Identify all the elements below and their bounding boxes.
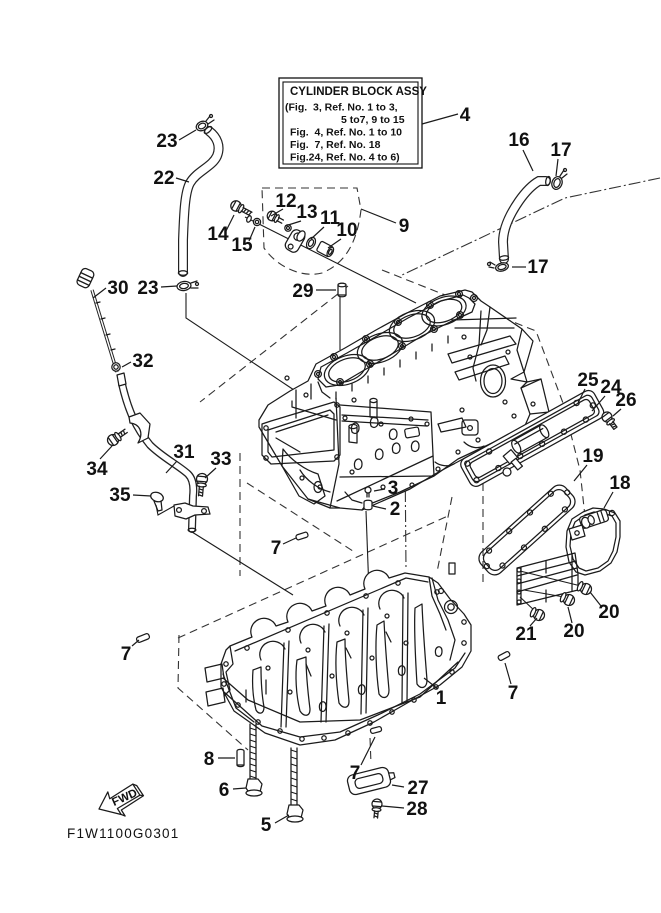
svg-text:33: 33 xyxy=(210,449,231,470)
svg-text:2: 2 xyxy=(390,499,401,520)
svg-text:21: 21 xyxy=(515,624,537,645)
svg-text:Fig. 7, Ref. No. 18: Fig. 7, Ref. No. 18 xyxy=(290,139,381,151)
svg-text:3: 3 xyxy=(388,478,399,499)
svg-text:9: 9 xyxy=(399,216,410,237)
svg-text:16: 16 xyxy=(508,130,529,151)
svg-text:14: 14 xyxy=(207,224,229,245)
svg-text:4: 4 xyxy=(460,105,471,126)
svg-text:7: 7 xyxy=(121,644,132,665)
svg-text:(Fig. 3, Ref. No. 1 to 3,: (Fig. 3, Ref. No. 1 to 3, xyxy=(285,102,398,114)
svg-text:12: 12 xyxy=(275,191,296,212)
svg-text:7: 7 xyxy=(508,683,519,704)
svg-text:23: 23 xyxy=(137,278,158,299)
svg-text:23: 23 xyxy=(156,131,177,152)
svg-text:35: 35 xyxy=(109,485,131,506)
svg-text:32: 32 xyxy=(132,351,153,372)
svg-text:34: 34 xyxy=(86,459,108,480)
svg-text:31: 31 xyxy=(173,442,195,463)
svg-text:29: 29 xyxy=(292,281,313,302)
svg-text:27: 27 xyxy=(407,778,428,799)
svg-text:20: 20 xyxy=(598,602,619,623)
svg-text:F1W1100G0301: F1W1100G0301 xyxy=(67,826,179,841)
svg-text:7: 7 xyxy=(350,763,361,784)
svg-text:25: 25 xyxy=(577,370,599,391)
svg-text:5: 5 xyxy=(261,815,272,836)
svg-text:18: 18 xyxy=(609,473,630,494)
svg-text:20: 20 xyxy=(563,621,584,642)
svg-text:15: 15 xyxy=(231,235,253,256)
svg-text:Fig.24, Ref. No. 4 to 6): Fig.24, Ref. No. 4 to 6) xyxy=(290,152,400,164)
svg-text:7: 7 xyxy=(271,538,282,559)
svg-text:17: 17 xyxy=(550,140,571,161)
svg-text:8: 8 xyxy=(204,749,215,770)
svg-text:11: 11 xyxy=(320,208,341,229)
svg-text:Fig. 4, Ref. No. 1 to 10: Fig. 4, Ref. No. 1 to 10 xyxy=(290,127,402,139)
svg-text:26: 26 xyxy=(615,390,636,411)
svg-text:5 to7, 9 to 15: 5 to7, 9 to 15 xyxy=(341,114,405,126)
svg-text:28: 28 xyxy=(406,799,427,820)
svg-text:30: 30 xyxy=(107,278,128,299)
svg-text:22: 22 xyxy=(153,168,174,189)
svg-text:6: 6 xyxy=(219,780,230,801)
svg-text:19: 19 xyxy=(582,446,603,467)
svg-text:17: 17 xyxy=(527,257,548,278)
svg-text:10: 10 xyxy=(336,220,357,241)
svg-text:24: 24 xyxy=(600,377,622,398)
svg-text:13: 13 xyxy=(296,202,317,223)
svg-text:1: 1 xyxy=(436,688,447,709)
svg-text:CYLINDER BLOCK ASSY: CYLINDER BLOCK ASSY xyxy=(290,86,427,98)
